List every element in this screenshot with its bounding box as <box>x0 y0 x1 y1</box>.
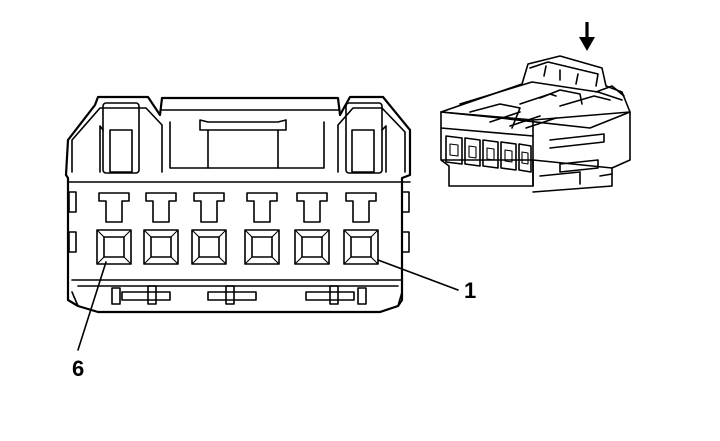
terminal-pin-2 <box>294 192 330 265</box>
terminal-pins <box>96 192 379 265</box>
connector-isometric-view <box>440 55 631 193</box>
callout-label-1: 1 <box>464 278 476 303</box>
callout-label-6: 6 <box>72 356 84 381</box>
connector-inner-outline <box>71 107 406 173</box>
terminal-pin-3 <box>244 192 280 265</box>
left-latch <box>99 102 140 174</box>
leader-line-pin-1 <box>377 259 459 291</box>
right-latch <box>345 102 387 174</box>
terminal-pin-6 <box>96 192 132 265</box>
leader-line-pin-6 <box>77 261 107 351</box>
connector-housing-outline <box>64 95 412 314</box>
connector-front-view <box>64 95 459 351</box>
terminal-pin-1 <box>343 192 379 265</box>
terminal-pin-5 <box>143 192 179 265</box>
terminal-pin-4 <box>191 192 227 265</box>
center-lock <box>161 109 339 169</box>
connector-bottom-rail <box>71 279 403 307</box>
arrow-down-icon <box>579 22 595 51</box>
